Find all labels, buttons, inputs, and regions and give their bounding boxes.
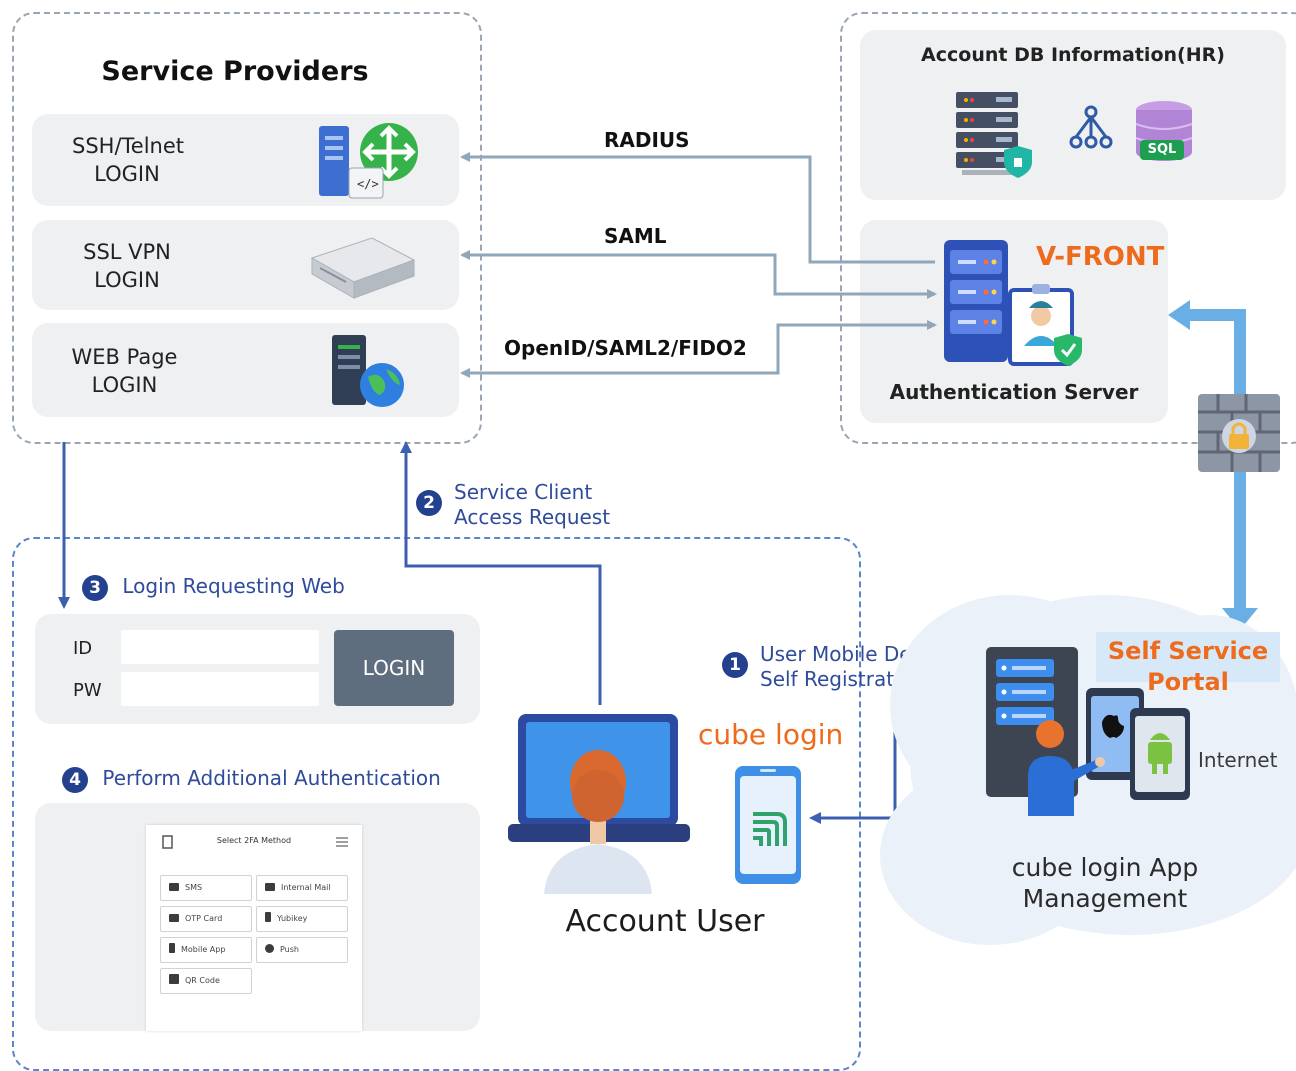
login-form-panel: ID PW LOGIN — [35, 614, 480, 724]
sql-database-icon: SQL — [1134, 100, 1194, 164]
svg-text:</>: </> — [357, 177, 379, 191]
app-mgmt-line1: cube login App — [1011, 853, 1199, 882]
id-field[interactable] — [121, 630, 319, 664]
step4-text: Perform Additional Authentication — [102, 766, 441, 790]
step1-badge: 1 — [722, 652, 748, 678]
twofa-option-qr-code[interactable]: QR Code — [160, 968, 252, 994]
firewall-icon — [1198, 394, 1280, 472]
mobile-icon — [169, 943, 175, 953]
twofa-option-sms[interactable]: SMS — [160, 875, 252, 901]
radius-label: RADIUS — [604, 128, 690, 152]
account-user-label: Account User — [565, 904, 765, 939]
document-icon — [162, 835, 173, 849]
admin-person-icon — [1028, 720, 1105, 816]
auth-server-icon — [944, 240, 1082, 366]
step4-badge: 4 — [62, 767, 88, 793]
id-label: ID — [73, 638, 93, 659]
self-service-line2: Portal — [1147, 668, 1229, 696]
sp-item-ssh-line1: SSH/Telnet — [72, 134, 185, 158]
backend-frame — [840, 12, 1296, 444]
auth-server-panel: V-FRONT Authentication Server — [860, 220, 1168, 423]
service-providers-title: Service Providers — [101, 56, 369, 87]
key-icon — [265, 912, 271, 922]
twofa-option-yubikey[interactable]: Yubikey — [256, 906, 348, 932]
server-router-icon: </> — [319, 123, 418, 199]
cube-login-phone-icon — [735, 766, 801, 884]
step2-badge: 2 — [416, 490, 442, 516]
vpn-appliance-icon — [310, 237, 416, 299]
mail-icon — [265, 883, 275, 891]
twofa-option-mobile-app[interactable]: Mobile App — [160, 937, 252, 963]
app-mgmt-line2: Management — [1022, 884, 1188, 913]
step2-line2: Access Request — [454, 505, 611, 529]
twofa-panel: Select 2FA Method SMS Internal Mail OTP … — [35, 803, 480, 1031]
step2-line1: Service Client — [454, 480, 593, 504]
step2-connector — [400, 441, 602, 705]
menu-icon[interactable] — [336, 837, 348, 847]
step3-label: 3 Login Requesting Web — [82, 574, 345, 601]
twofa-title: Select 2FA Method — [216, 836, 292, 845]
sp-item-ssh: SSH/Telnet LOGIN </> — [32, 114, 459, 206]
db-server-icon — [956, 92, 1032, 178]
step3-badge: 3 — [82, 575, 108, 601]
card-icon — [169, 914, 179, 922]
sp-item-ssh-line2: LOGIN — [94, 162, 160, 186]
account-user-laptop-icon — [508, 714, 690, 894]
step3-text: Login Requesting Web — [122, 574, 345, 598]
app-management-label: cube login App Management — [960, 852, 1250, 914]
account-db-panel: Account DB Information(HR) SQL — [860, 30, 1286, 200]
hierarchy-icon — [1069, 105, 1113, 149]
qr-icon — [169, 974, 179, 984]
twofa-option-push[interactable]: Push — [256, 937, 348, 963]
cube-login-brand: cube login — [698, 718, 844, 751]
saml-connector — [462, 253, 937, 299]
sp-item-web: WEB Page LOGIN — [32, 323, 459, 417]
auth-server-label: Authentication Server — [889, 380, 1139, 404]
service-providers-frame — [12, 12, 482, 444]
twofa-option-internal-mail[interactable]: Internal Mail — [256, 875, 348, 901]
twofa-option-otp-card[interactable]: OTP Card — [160, 906, 252, 932]
radius-connector — [460, 152, 935, 264]
self-service-portal-label: Self Service Portal — [1096, 632, 1280, 696]
account-db-title: Account DB Information(HR) — [921, 44, 1225, 66]
self-service-line1: Self Service — [1107, 637, 1269, 665]
sp-item-vpn-line1: SSL VPN — [83, 240, 171, 264]
vfront-brand: V-FRONT — [1036, 242, 1165, 272]
saml-label: SAML — [604, 224, 667, 248]
step2-label: 2 Service Client Access Request — [416, 480, 610, 530]
web-server-globe-icon — [332, 335, 404, 407]
openid-label: OpenID/SAML2/FIDO2 — [504, 336, 747, 360]
push-icon — [265, 944, 274, 953]
internet-label: Internet — [1198, 748, 1278, 772]
sp-item-vpn-line2: LOGIN — [94, 268, 160, 292]
step4-label: 4 Perform Additional Authentication — [62, 766, 441, 793]
twofa-window: Select 2FA Method SMS Internal Mail OTP … — [146, 825, 362, 1031]
sql-tag: SQL — [1140, 140, 1184, 160]
devices-icon — [1086, 688, 1190, 800]
pw-label: PW — [73, 680, 102, 701]
sp-item-vpn: SSL VPN LOGIN — [32, 220, 459, 310]
sms-icon — [169, 883, 179, 891]
login-button[interactable]: LOGIN — [334, 630, 454, 706]
pw-field[interactable] — [121, 672, 319, 706]
sp-item-web-line2: LOGIN — [91, 373, 158, 397]
sp-item-web-line1: WEB Page — [71, 345, 178, 369]
step1-label: 1 User Mobile Device Self Registration — [722, 642, 952, 692]
